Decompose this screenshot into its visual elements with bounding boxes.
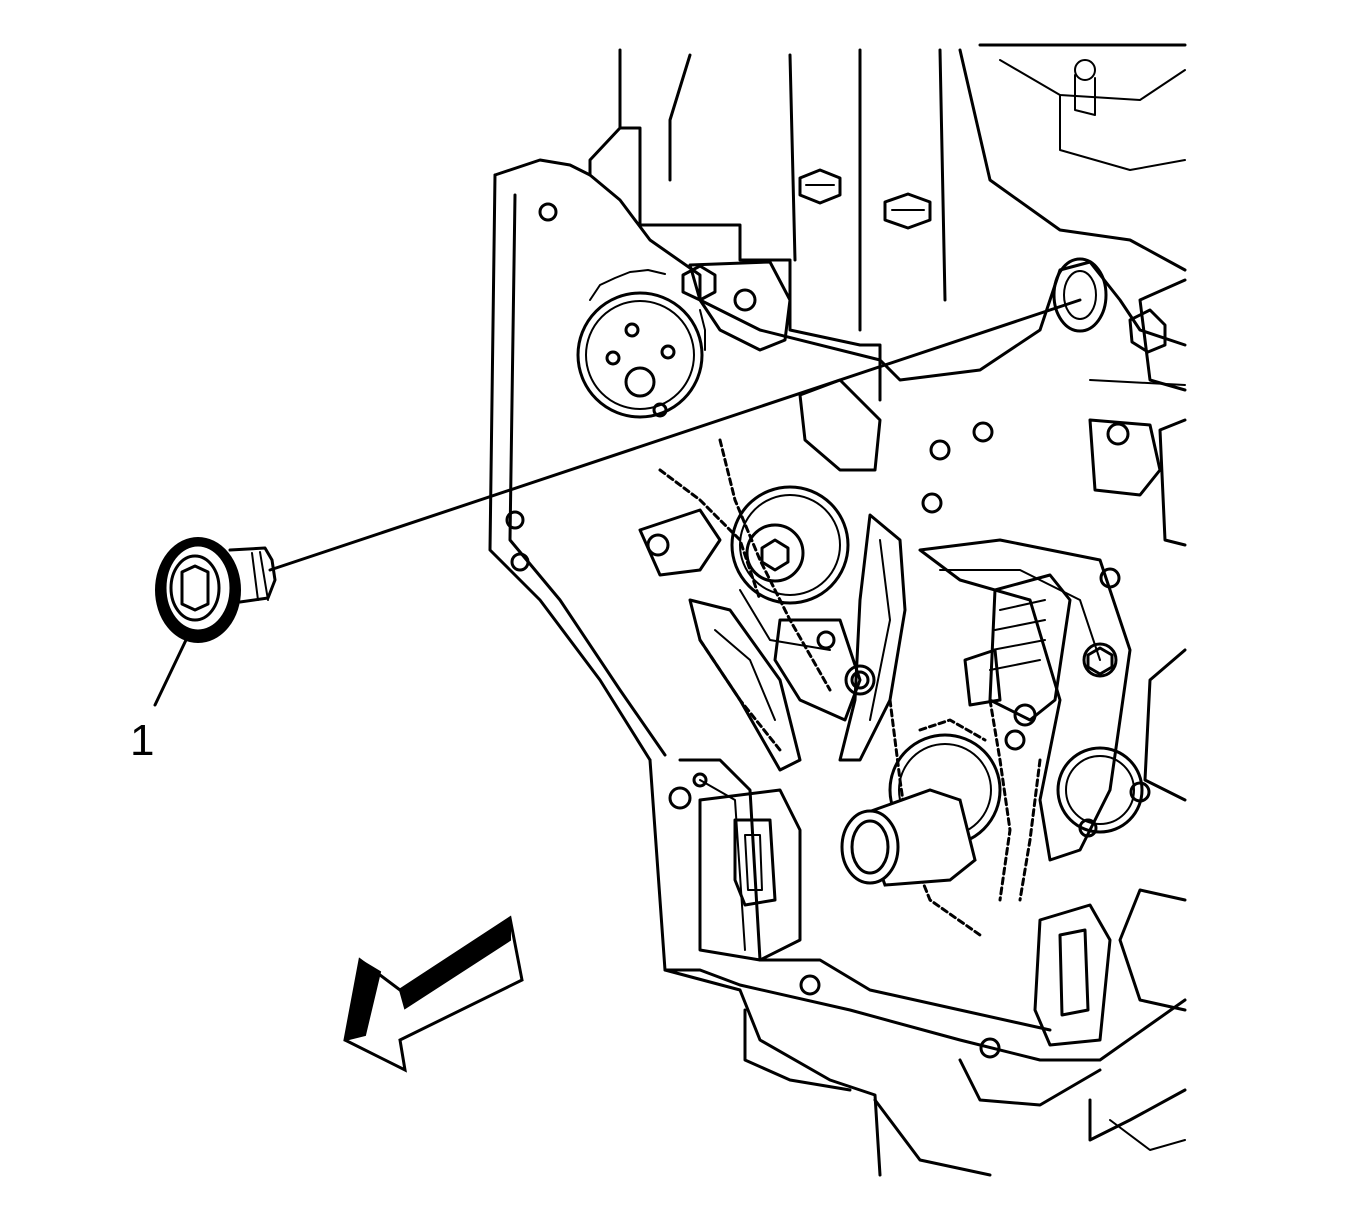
explode-line: [268, 298, 1082, 572]
head-bolt-icon: [883, 192, 932, 230]
engine-front-timing-chain-icon: [488, 43, 1187, 1177]
chain-tensioner-icon: [963, 573, 1072, 751]
head-bolt-icon: [798, 168, 842, 205]
cover-boss-icon: [1033, 903, 1112, 1047]
callout-number-1: 1: [130, 716, 154, 765]
cover-boss-icon: [698, 788, 802, 962]
view-direction-arrow-icon: [343, 915, 524, 1073]
cam-sprocket-icon: [576, 269, 706, 419]
plug-bolt-icon: [155, 537, 277, 643]
callout-leader-line: [153, 638, 188, 707]
bracket-bolt-icon: [681, 260, 792, 352]
oil-pump-sprocket-icon: [1056, 746, 1144, 838]
plug-hole-icon: [1052, 257, 1108, 333]
crankshaft-sprocket-icon: [840, 733, 1002, 887]
cam-sprocket-icon: [730, 485, 850, 651]
